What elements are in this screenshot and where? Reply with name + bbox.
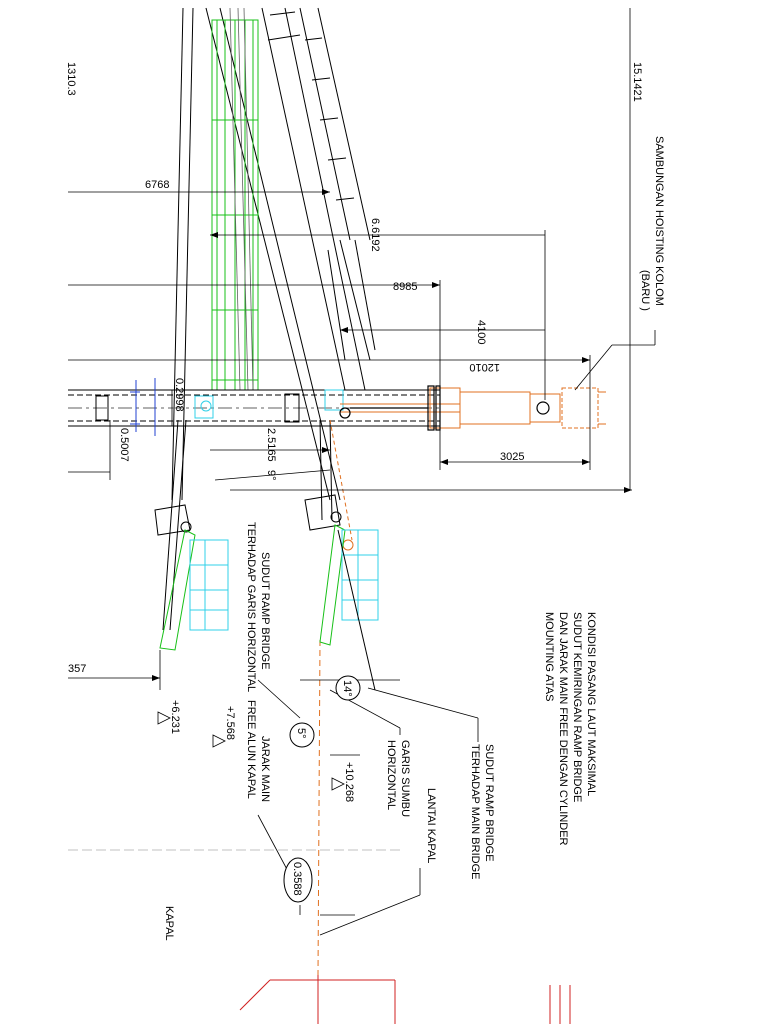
lantai-label: LANTAI KAPAL [425,788,437,863]
grey-column-lines [229,7,254,391]
sudut-main-2: TERHADAP MAIN BRIDGE [469,744,481,880]
level-10268: +10.268 [343,762,355,802]
dim-12010: 12010 [469,361,500,373]
dim-05007: 0.5007 [118,428,130,462]
kondisi-line-4: MOUNTING ATAS [543,612,555,701]
orange-cylinder [317,387,606,976]
kondisi-line-3: DAN JARAK MAIN FREE DENGAN CYLINDER [557,612,569,846]
dim-3025: 3025 [500,451,524,463]
sudut-horiz-2: TERHADAP GARIS HORIZONTAL [245,522,257,692]
dim-5deg: 5° [295,728,307,739]
garis-2: HORIZONTAL [385,740,397,810]
kapal-label: KAPAL [163,906,175,941]
dim-25165: 2.5165 [265,428,277,462]
circled-values [283,675,361,903]
garis-1: GARIS SUMBU [399,740,411,817]
cyan-beam-parts [194,389,344,419]
dim-texts: 1310.3 15.1421 6768 6.6192 8985 4100 120… [65,62,643,896]
dim-66192: 6.6192 [369,218,381,252]
kondisi-line-1: KONDISI PASANG LAUT MAKSIMAL [585,612,597,796]
ship-lines [68,849,571,1024]
level-markers [157,711,345,791]
dim-14deg: 14° [341,680,353,697]
cylinder-black [339,385,550,431]
sudut-main-1: SUDUT RAMP BRIDGE [483,744,495,862]
dim-15142: 15.1421 [631,62,643,102]
dim-02998: 0.2998 [173,378,185,412]
kondisi-line-2: SUDUT KEMIRINGAN RAMP BRIDGE [571,612,583,802]
dim-1310: 1310.3 [65,62,77,96]
dimension-arrows [152,189,632,681]
ramp-right [304,494,379,691]
hoisting-label-1: SAMBUNGAN HOISTING KOLOM [653,136,665,306]
blue-marks [130,378,156,436]
level-7568: +7.568 [224,706,236,740]
dim-4100: 4100 [475,320,487,344]
jarak-2: FREE ALUN KAPAL [245,700,257,799]
jarak-1: JARAK MAIN [259,736,271,802]
dim-03588: 0.3588 [291,862,303,896]
dim-6768: 6768 [145,179,169,191]
level-6231: +6.231 [169,700,181,734]
dim-9deg: 9° [265,470,277,481]
sudut-horiz-1: SUDUT RAMP BRIDGE [259,552,271,670]
dim-357: 357 [68,663,86,675]
hoisting-label-2: (BARU ) [639,270,651,311]
ramp-left [154,504,229,651]
notes: SAMBUNGAN HOISTING KOLOM (BARU ) KONDISI… [163,136,665,941]
dim-8985: 8985 [393,281,417,293]
